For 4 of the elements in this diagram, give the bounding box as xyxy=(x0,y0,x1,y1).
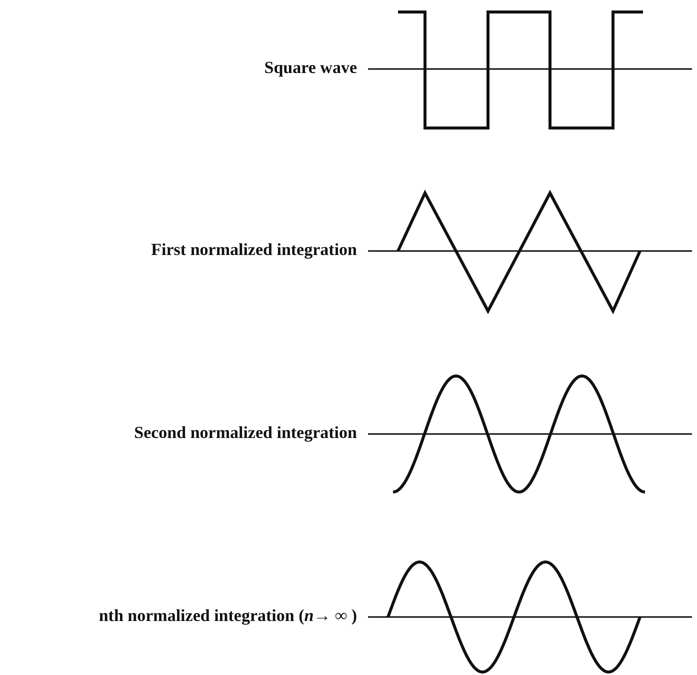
waveform-label: nth normalized integration (n→ ∞ ) xyxy=(98,606,357,626)
waveform-label: First normalized integration xyxy=(151,240,357,260)
waveform-label: Square wave xyxy=(264,58,357,78)
waveform-label: Second normalized integration xyxy=(134,423,357,443)
